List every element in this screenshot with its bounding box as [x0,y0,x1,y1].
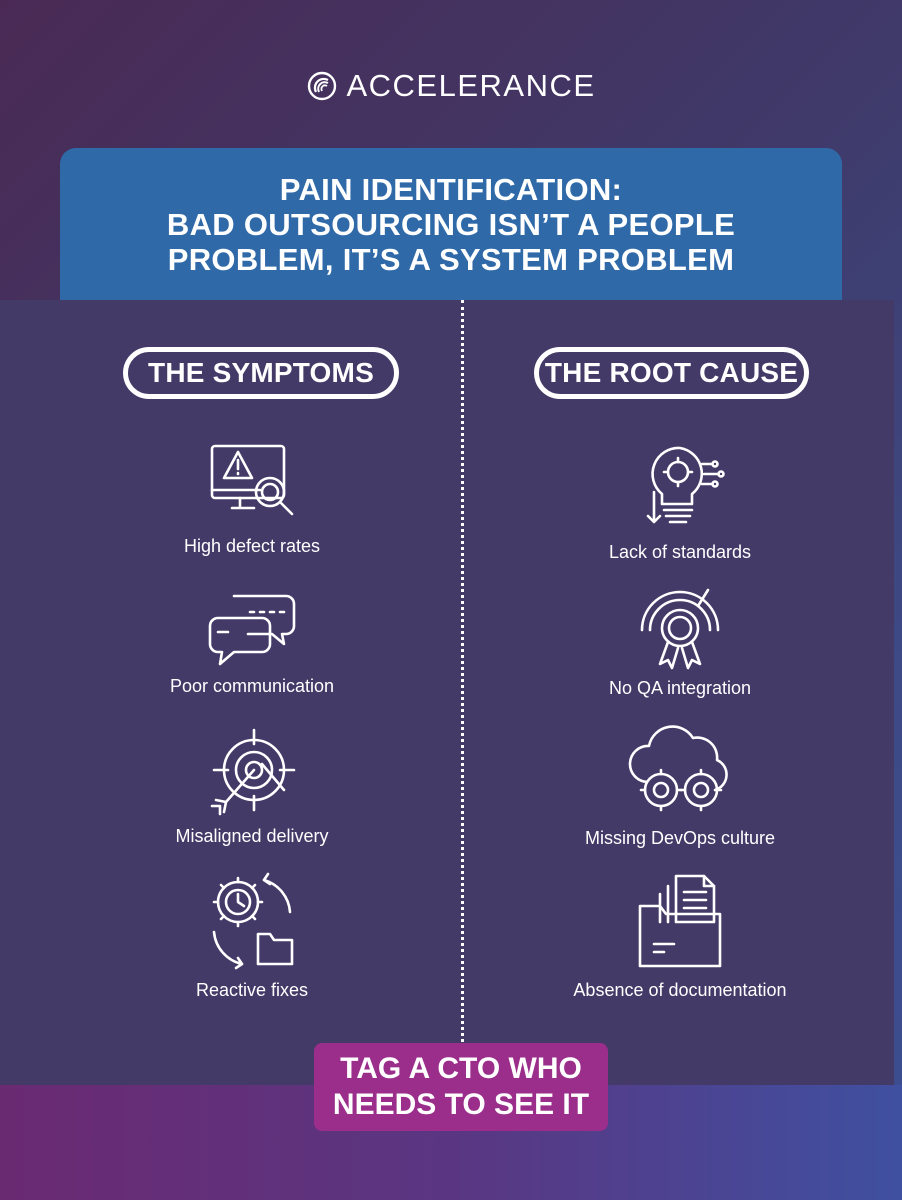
cta-line-1: TAG A CTO WHO [340,1052,582,1085]
folder-documents-icon [638,874,722,968]
symptom-item-high-defect-rates: High defect rates [72,440,432,557]
symptom-label: Poor communication [169,676,335,696]
symptom-label: High defect rates [183,536,321,556]
target-arrow-icon [210,728,296,816]
brand-name: ACCELERANCE [346,68,596,103]
cloud-gears-icon [628,725,728,812]
header-line-2: BAD OUTSOURCING ISN’T A PEOPLE [166,206,736,242]
monitor-warning-magnifier-icon [210,444,294,516]
symptom-label: Misaligned delivery [175,826,329,846]
swirl-logo-icon [308,71,337,101]
gear-clock-folder-icon [212,872,294,970]
lightbulb-gear-icon [646,446,725,524]
root-cause-label: No QA integration [608,678,752,698]
root-cause-item-no-qa-integration: No QA integration [500,586,860,699]
symptom-item-misaligned-delivery: Misaligned delivery [72,726,432,847]
quality-badge-gauge-icon [640,588,720,670]
symptom-label: Reactive fixes [195,980,309,1000]
root-cause-item-lack-of-standards: Lack of standards [500,442,860,563]
root-cause-label: Missing DevOps culture [584,828,776,848]
header-line-3: PROBLEM, IT’S A SYSTEM PROBLEM [167,241,735,277]
header-banner: PAIN IDENTIFICATION: BAD OUTSOURCING ISN… [60,148,842,300]
symptoms-title: THE SYMPTOMS [123,347,399,399]
cta-banner: TAG A CTO WHO NEEDS TO SEE IT [314,1043,608,1131]
root-cause-title: THE ROOT CAUSE [534,347,809,399]
content-panel [0,300,894,1085]
dotted-divider [461,300,464,1042]
symptom-item-poor-communication: Poor communication [72,588,432,697]
cta-line-2: NEEDS TO SEE IT [332,1088,590,1121]
symptom-item-reactive-fixes: Reactive fixes [72,872,432,1001]
root-cause-item-missing-devops-culture: Missing DevOps culture [500,724,860,849]
root-cause-label: Lack of standards [608,542,752,562]
brand-logo: ACCELERANCE [0,68,902,104]
root-cause-item-absence-of-documentation: Absence of documentation [500,872,860,1001]
chat-bubbles-icon [208,594,296,666]
header-line-1: PAIN IDENTIFICATION: [279,171,623,207]
root-cause-label: Absence of documentation [573,980,787,1000]
